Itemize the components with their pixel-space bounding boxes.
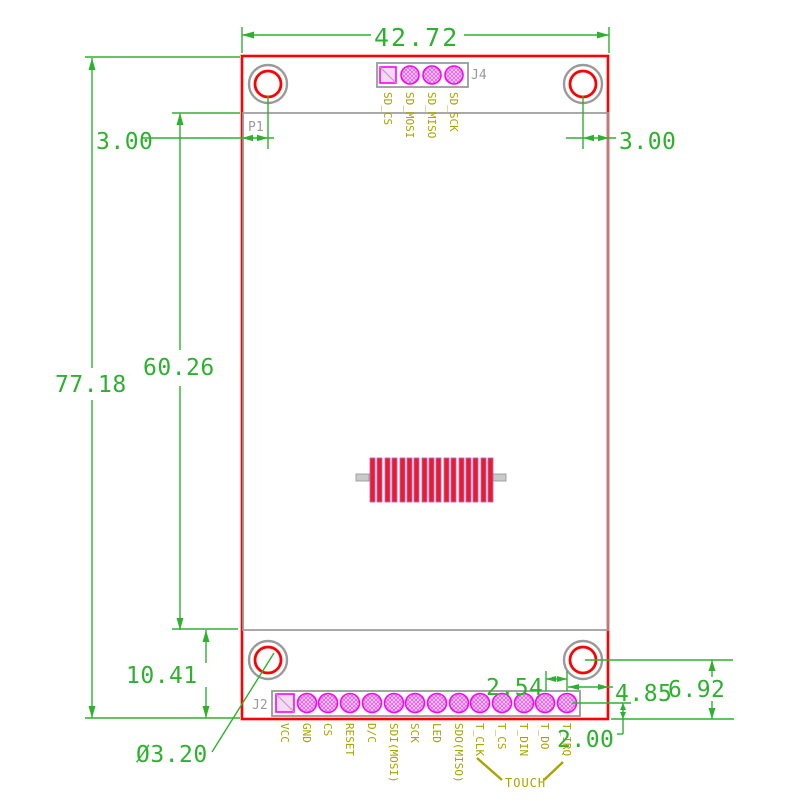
j2-pin-label: GND bbox=[300, 723, 313, 743]
j4-pin-2 bbox=[400, 65, 420, 85]
j4-pin-label: SD_SCK bbox=[447, 92, 460, 132]
bar-tab-left bbox=[355, 473, 370, 482]
dimension-arrowheads bbox=[88, 31, 716, 719]
dim-pin-to-edge: 4.85 bbox=[615, 681, 672, 707]
pcb-board-outline bbox=[240, 54, 610, 721]
j2-pin-label: SDI(MOSI) bbox=[387, 723, 400, 783]
touch-label: TOUCH bbox=[505, 776, 546, 790]
j2-pin-label: SDO(MISO) bbox=[452, 723, 465, 783]
dim-overall-width: 42.72 bbox=[374, 23, 459, 52]
j4-ref-label: J4 bbox=[471, 68, 487, 83]
dim-hole-offset-right: 3.00 bbox=[619, 129, 676, 155]
j4-pin-label: SD_CS bbox=[381, 92, 394, 125]
j2-pin-label: VCC bbox=[278, 723, 291, 743]
dimension-lines bbox=[85, 27, 734, 753]
j2-connector: J2 bbox=[252, 690, 581, 717]
j4-pin-label: SD_MOSI bbox=[403, 92, 416, 138]
dim-hole-offset-left: 3.00 bbox=[96, 129, 153, 155]
dim-pin-pitch: 2.54 bbox=[486, 675, 543, 701]
j4-pin-labels: SD_CS SD_MOSI SD_MISO SD_SCK bbox=[381, 92, 460, 138]
j2-pin-label: T_CLK bbox=[473, 723, 486, 756]
j2-pin-label: RESET bbox=[343, 723, 356, 756]
j2-pin-label: CS bbox=[321, 723, 334, 736]
mounting-hole-bottom-left bbox=[247, 639, 289, 681]
dim-hole-to-bottom-edge: 6.92 bbox=[668, 677, 725, 703]
j2-pins bbox=[296, 692, 578, 714]
j4-pin-label: SD_MISO bbox=[425, 92, 438, 138]
j2-pin-label: T_IRQ bbox=[560, 723, 573, 756]
j2-pin-label: T_DIN bbox=[517, 723, 530, 756]
touch-leader-right bbox=[543, 761, 564, 781]
j2-pin-label: LED bbox=[430, 723, 443, 743]
j2-ref-label: J2 bbox=[252, 698, 268, 713]
touch-callout: TOUCH bbox=[476, 757, 564, 790]
j2-pin-label: T_DO bbox=[538, 723, 551, 750]
dimension-text-masks bbox=[51, 353, 732, 701]
dim-overall-height: 77.18 bbox=[55, 372, 127, 398]
j2-pin-label: T_CS bbox=[495, 723, 508, 750]
dim-pin-row-to-edge: 2.00 bbox=[557, 727, 614, 753]
j4-connector: J4 bbox=[376, 62, 487, 88]
j4-pin-4 bbox=[444, 65, 464, 85]
p1-ref-label: P1 bbox=[248, 120, 264, 135]
j2-pin-1-square bbox=[275, 693, 295, 713]
dim-bottom-margin: 10.41 bbox=[126, 663, 198, 689]
bar-tab-right bbox=[492, 473, 507, 482]
j4-pin-1-square bbox=[379, 66, 397, 84]
j2-pin-label: D/C bbox=[365, 723, 378, 743]
dim-hole-diameter: Ø3.20 bbox=[136, 742, 208, 768]
dim-display-height: 60.26 bbox=[143, 355, 215, 381]
j2-pin-label: SCK bbox=[408, 723, 421, 743]
lcd-contact-bars bbox=[355, 457, 507, 503]
display-glass-outline bbox=[242, 112, 609, 631]
j4-pin-3 bbox=[422, 65, 442, 85]
j2-pin-labels: VCC GND CS RESET D/C SDI(MOSI) SCK LED S… bbox=[278, 723, 573, 783]
touch-leader-left bbox=[476, 757, 503, 781]
